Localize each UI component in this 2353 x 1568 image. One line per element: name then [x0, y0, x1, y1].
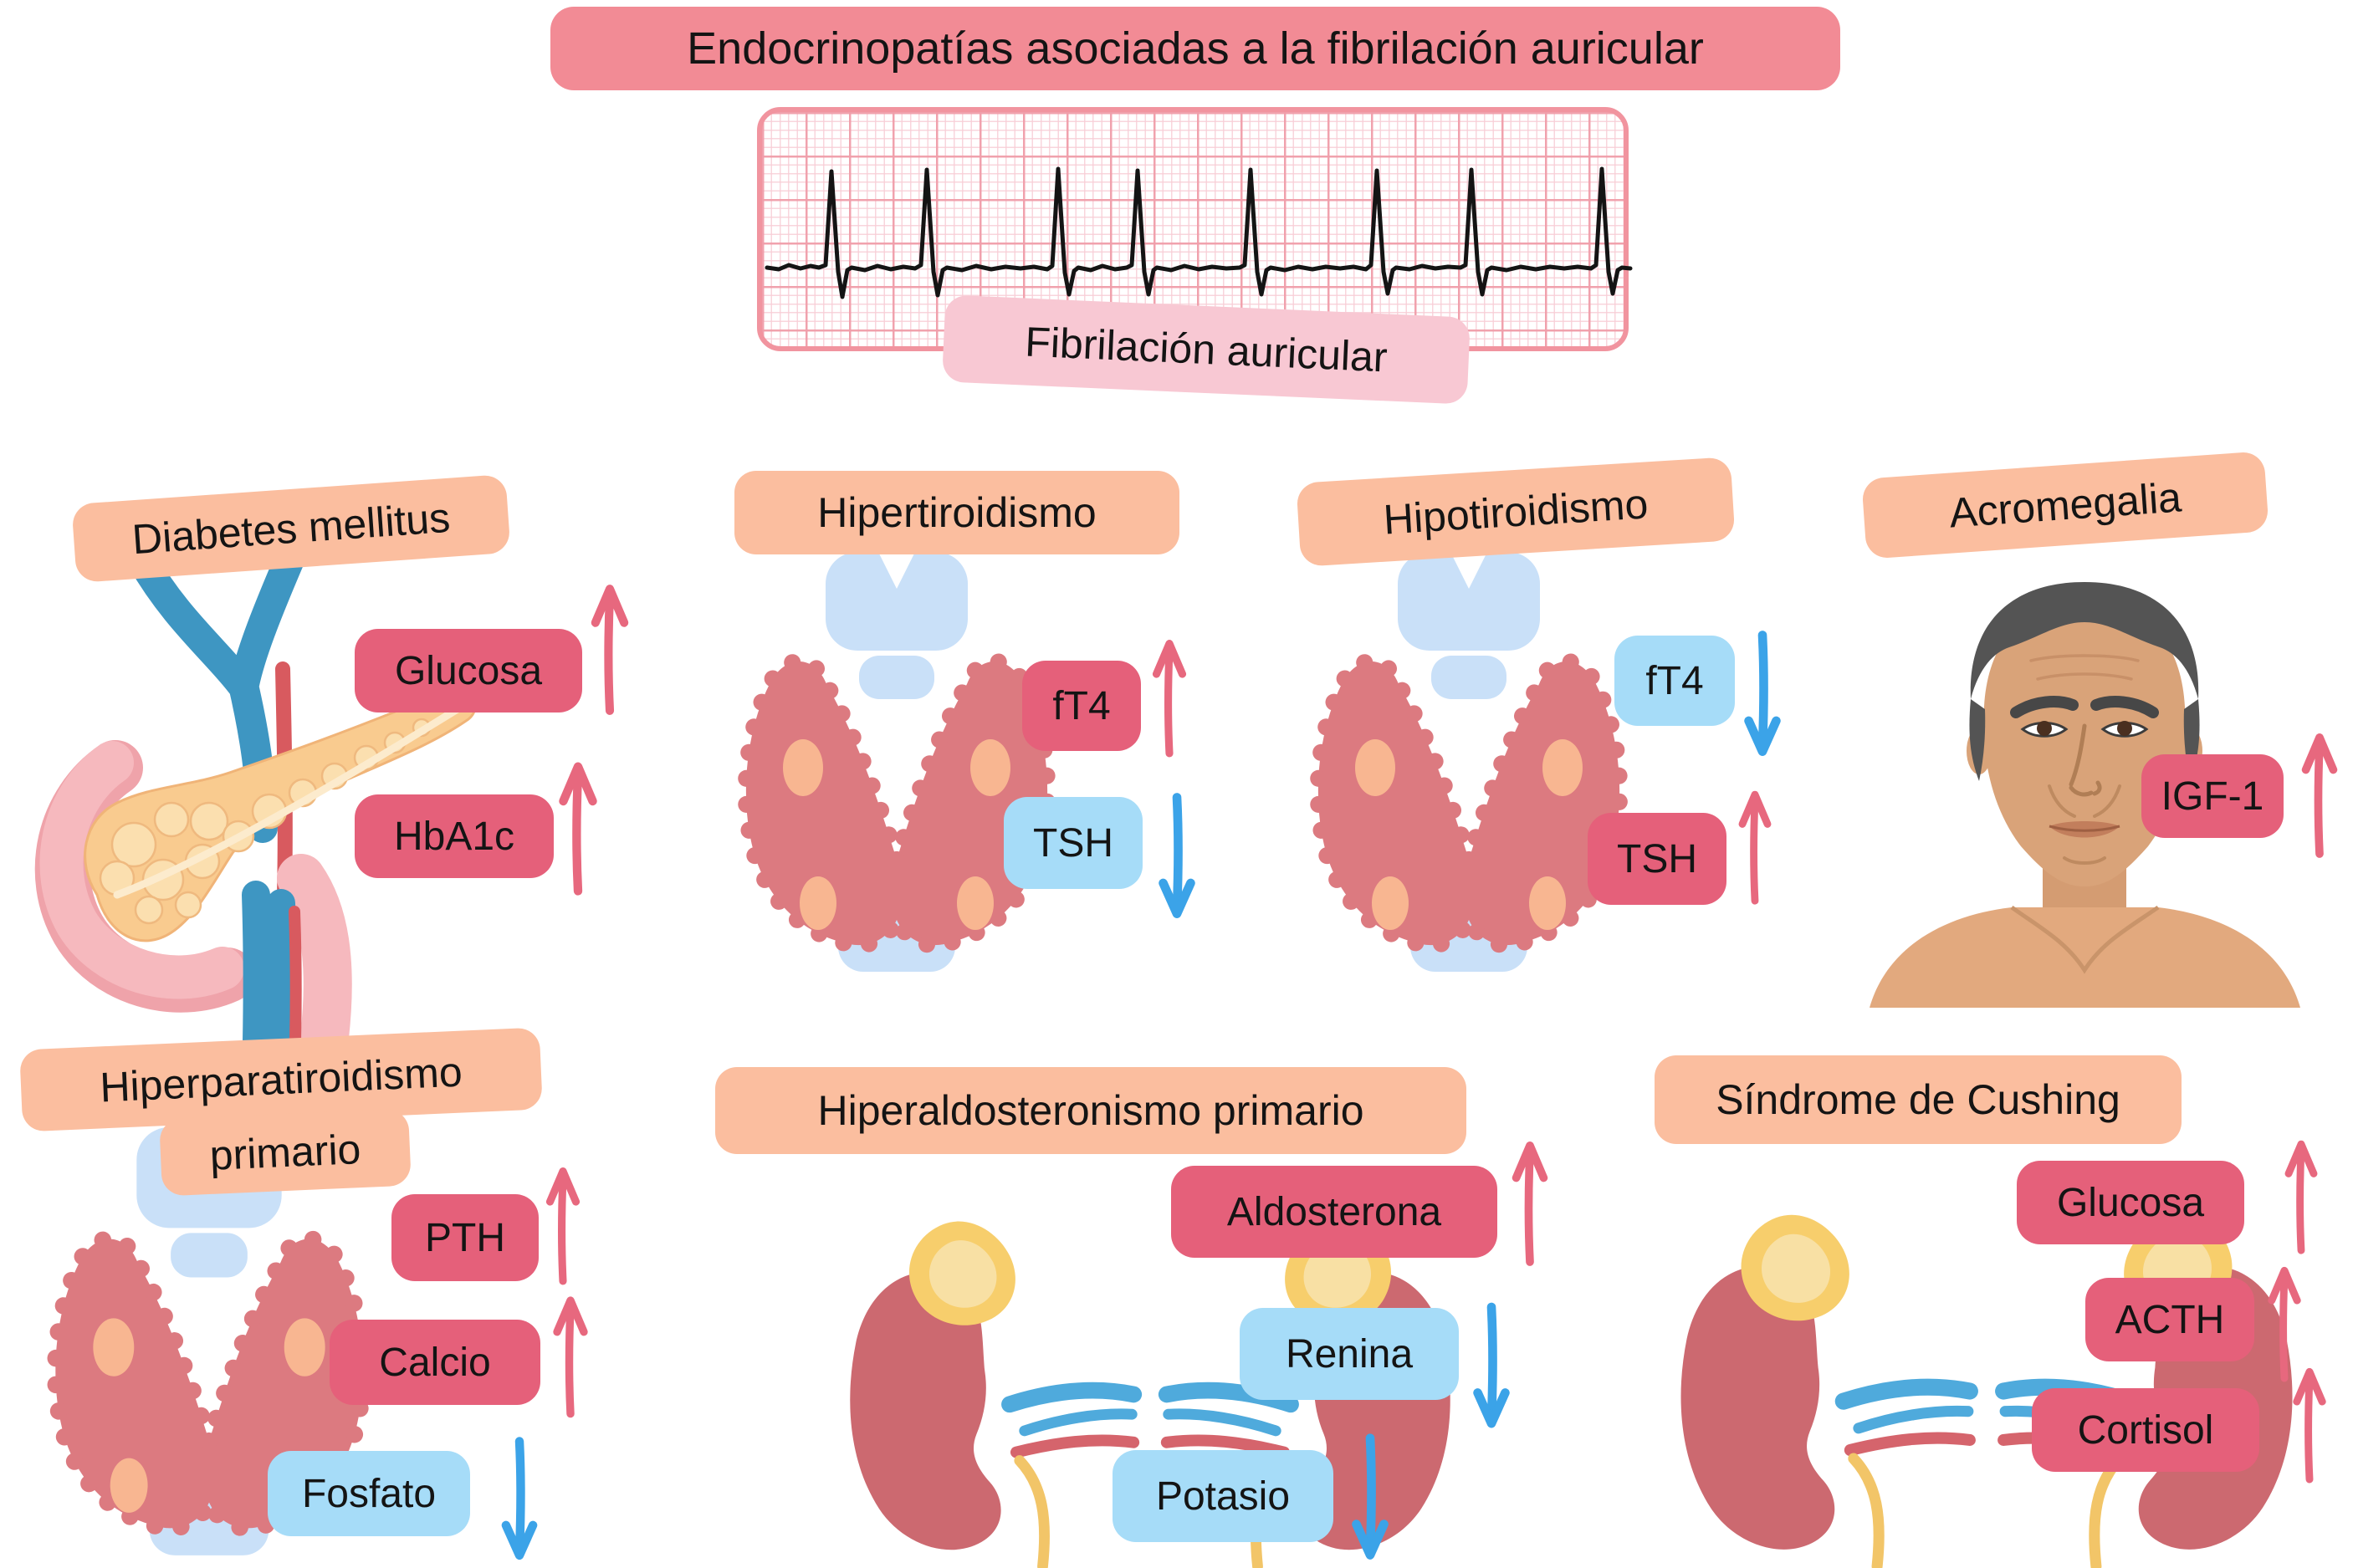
panel-title-hipotiroidismo: Hipotiroidismo — [1296, 457, 1736, 567]
panel-title-cushing: Síndrome de Cushing — [1655, 1055, 2182, 1144]
up-arrow-icon — [2295, 724, 2344, 862]
panel-title-hipertiroidismo: Hipertiroidismo — [734, 471, 1179, 554]
badge-glucosa: Glucosa — [2017, 1161, 2244, 1244]
down-arrow-icon — [1345, 1430, 1395, 1568]
main-title: Endocrinopatías asociadas a la fibrilaci… — [550, 7, 1840, 90]
badge-acth: ACTH — [2085, 1278, 2254, 1361]
up-arrow-icon — [1146, 631, 1193, 761]
badge-cortisol: Cortisol — [2032, 1388, 2259, 1472]
down-arrow-icon — [1738, 626, 1787, 766]
ecg-trace — [765, 166, 1633, 299]
badge-igf1: IGF-1 — [2141, 754, 2284, 838]
badge-glucosa: Glucosa — [355, 629, 582, 712]
badge-ft4: fT4 — [1022, 661, 1141, 751]
up-arrow-icon — [1506, 1132, 1554, 1270]
badge-aldosterona: Aldosterona — [1171, 1166, 1497, 1258]
kidneys-illustration — [1623, 1206, 2350, 1568]
badge-hba1c: HbA1c — [355, 794, 554, 878]
up-arrow-icon — [584, 575, 636, 719]
panel-title-hiperparatiroidismo-line2: primario — [159, 1108, 412, 1197]
badge-tsh: TSH — [1004, 797, 1143, 889]
up-arrow-icon — [545, 1288, 596, 1422]
down-arrow-icon — [1467, 1295, 1516, 1441]
panel-title-hiperaldosteronismo: Hiperaldosteronismo primario — [715, 1067, 1466, 1154]
down-arrow-icon — [1153, 788, 1201, 928]
down-arrow-icon — [495, 1433, 544, 1568]
ecg-strip-illustration — [757, 107, 1633, 351]
badge-renina: Renina — [1240, 1308, 1459, 1400]
up-arrow-icon — [2286, 1360, 2333, 1487]
badge-pth: PTH — [391, 1194, 539, 1281]
badge-fosfato: Fosfato — [268, 1451, 470, 1536]
badge-ft4: fT4 — [1614, 636, 1735, 726]
badge-calcio: Calcio — [330, 1320, 540, 1405]
up-arrow-icon — [1732, 783, 1778, 908]
badge-tsh: TSH — [1588, 813, 1726, 905]
thyroid-illustration — [704, 552, 1089, 978]
thyroid-illustration — [1276, 552, 1661, 978]
badge-potasio: Potasio — [1113, 1450, 1333, 1542]
up-arrow-icon — [2278, 1132, 2325, 1258]
up-arrow-icon — [539, 1159, 587, 1289]
up-arrow-icon — [552, 751, 604, 901]
